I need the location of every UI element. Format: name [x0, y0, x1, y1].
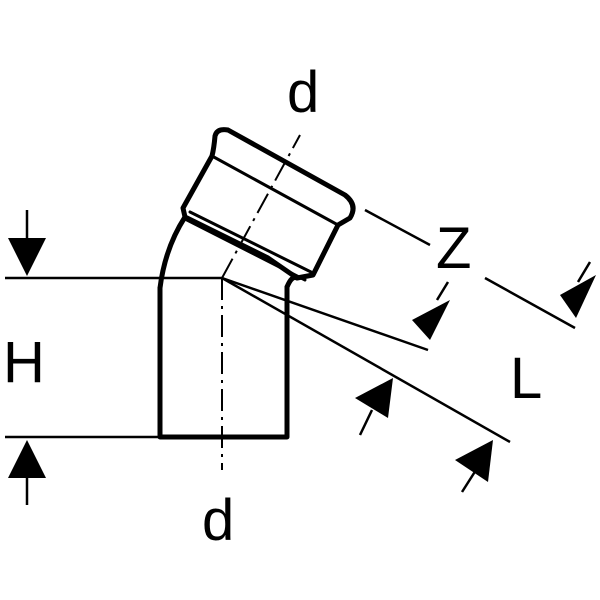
socket-bead-line-2	[183, 217, 307, 282]
socket-inner-line-1	[210, 154, 340, 227]
socket-bead-line-1	[188, 210, 313, 274]
z-lower-arrow-stem	[358, 409, 374, 436]
angled-centerline	[221, 134, 301, 279]
l-upper-arrow-stem	[576, 261, 592, 283]
socket-top-leader-2	[484, 276, 576, 330]
pipe-bend-fitting	[157, 127, 356, 440]
z-base-line	[221, 276, 429, 352]
z-lower-arrowhead	[355, 378, 393, 418]
l-lower-arrowhead	[455, 440, 493, 482]
socket-top-leader	[364, 208, 431, 247]
label-h: H	[3, 330, 45, 395]
label-z: Z	[436, 216, 471, 281]
arrowheads	[8, 238, 596, 482]
label-d-top: d	[287, 60, 319, 125]
h-top-arrowhead	[8, 238, 46, 276]
l-lower-arrow-stem	[460, 469, 478, 493]
h-bottom-arrowhead	[8, 440, 46, 478]
l-upper-arrowhead	[560, 275, 596, 318]
dimension-lines	[5, 208, 592, 505]
fitting-left-curve	[157, 214, 188, 291]
center-lines	[221, 134, 301, 470]
l-base-line	[221, 276, 511, 444]
fitting-straight-body	[157, 284, 290, 440]
label-d-bottom: d	[202, 488, 234, 553]
z-upper-arrowhead	[412, 300, 450, 340]
label-l: L	[510, 346, 542, 411]
press-socket	[180, 127, 356, 281]
z-arrow-stem	[435, 281, 450, 301]
